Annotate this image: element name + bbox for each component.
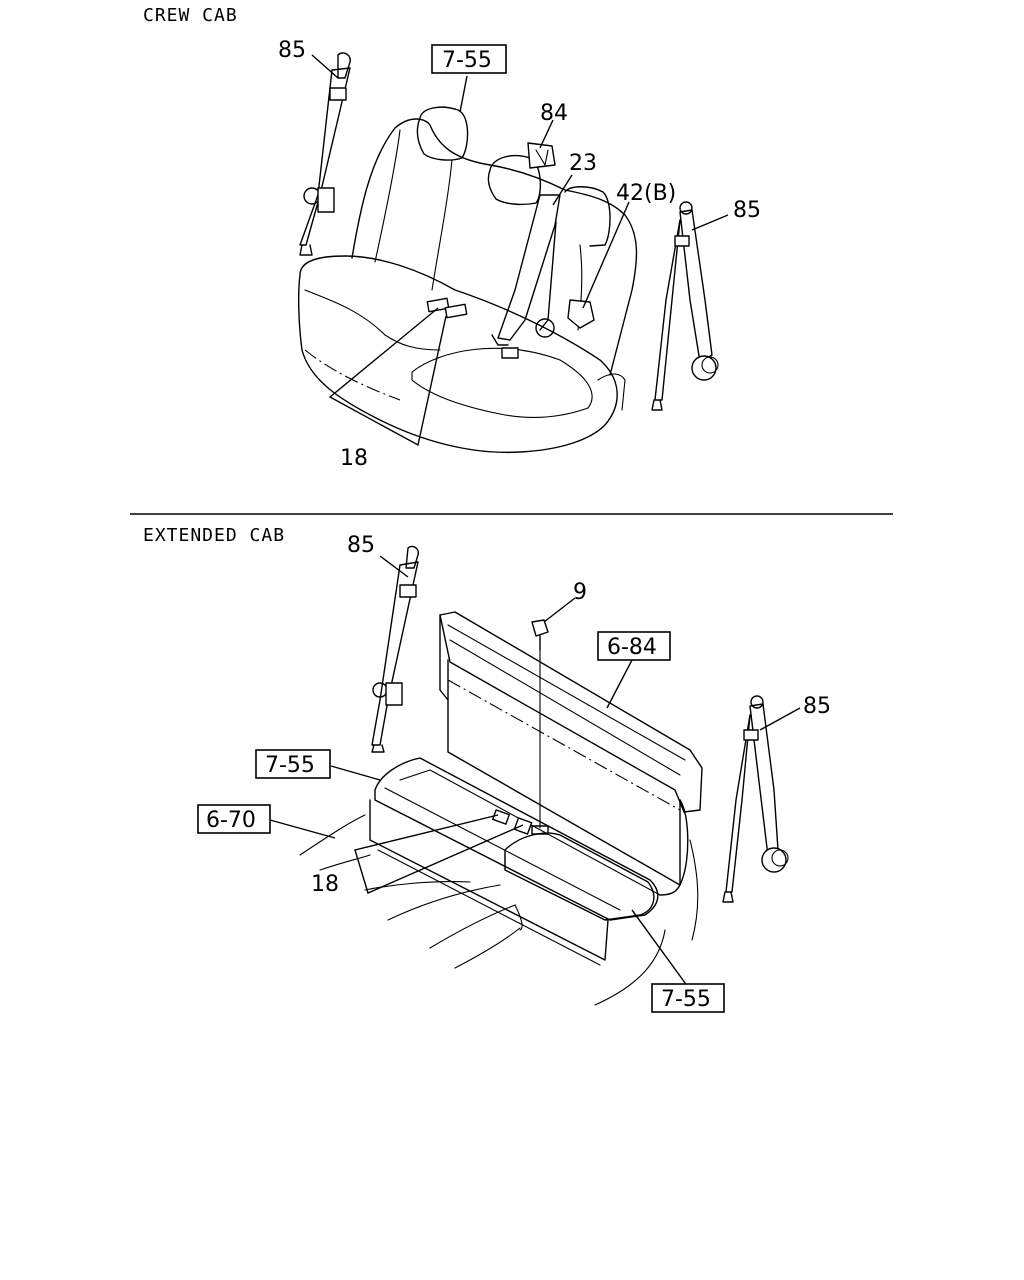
callout-85-top-left: 85 <box>278 38 306 63</box>
extended-cab-left-belt <box>371 545 420 753</box>
ref-box-6-70 <box>197 804 271 834</box>
crew-cab-left-belt <box>299 52 351 256</box>
callout-7-55-bottom-upper: 7-55 <box>265 753 315 778</box>
ref-box-7-55-bottom-lower <box>651 983 725 1013</box>
callout-23: 23 <box>569 151 597 176</box>
crew-cab-rear-seat <box>297 106 638 454</box>
callout-18-bottom: 18 <box>311 872 339 897</box>
section-title-extended-cab: EXTENDED CAB <box>143 525 285 546</box>
callout-9: 9 <box>573 580 587 605</box>
callout-7-55-top: 7-55 <box>442 48 492 73</box>
ref-box-6-84 <box>597 631 671 661</box>
callout-6-84: 6-84 <box>607 635 657 660</box>
callout-6-70: 6-70 <box>206 808 256 833</box>
callout-7-55-bottom-lower: 7-55 <box>661 987 711 1012</box>
ref-box-7-55-top <box>431 44 507 74</box>
extended-cab-leader-lines <box>269 555 801 988</box>
extended-cab-jump-seat <box>299 611 703 1006</box>
section-title-crew-cab: CREW CAB <box>143 5 238 26</box>
crew-cab-right-belt <box>651 201 719 411</box>
callout-84: 84 <box>540 101 568 126</box>
callout-85-bottom-right: 85 <box>803 694 831 719</box>
callout-85-bottom-left: 85 <box>347 533 375 558</box>
callout-85-top-right: 85 <box>733 198 761 223</box>
callout-42b: 42(B) <box>616 181 676 206</box>
callout-18-top: 18 <box>340 446 368 471</box>
crew-cab-leader-lines <box>311 54 729 447</box>
ref-box-7-55-bottom-upper <box>255 749 331 779</box>
extended-cab-right-belt <box>722 695 789 903</box>
